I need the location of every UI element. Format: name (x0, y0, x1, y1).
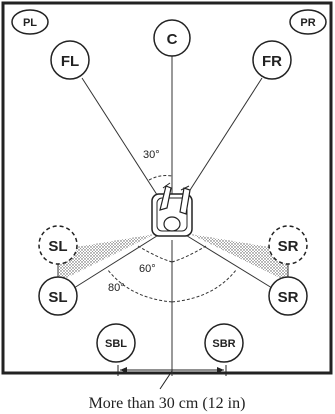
line-to-sl (73, 233, 161, 289)
speaker-sr (268, 276, 308, 316)
speaker-fl-label: FL (61, 53, 79, 70)
pr-tag (289, 9, 327, 35)
speaker-sl-alt-label: SL (48, 238, 67, 255)
speaker-c (153, 19, 191, 57)
listener-icon (151, 182, 193, 237)
speaker-c-label: C (167, 31, 178, 48)
speaker-fr-label: FR (262, 53, 282, 70)
side-angle-arc-outer (107, 269, 173, 303)
left-surround-zone (58, 234, 155, 282)
pl-label: PL (23, 17, 37, 29)
pl-tag (11, 9, 49, 35)
speaker-fl (50, 40, 90, 80)
distance-caption: More than 30 cm (12 in) (89, 395, 246, 412)
speaker-sr-alt-label: SR (278, 238, 299, 255)
side-angle-arc-inner (137, 245, 173, 263)
speaker-sbl-label: SBL (105, 338, 127, 350)
speaker-sbr-label: SBR (212, 338, 235, 350)
right-surround-zone (190, 234, 288, 282)
speaker-sl (38, 276, 78, 316)
right-angle-arc-inner (171, 245, 207, 263)
pr-label: PR (300, 17, 315, 29)
front-angle-arc (148, 175, 173, 181)
side-angle-outer-label: 80° (108, 282, 125, 294)
room-outline (1, 1, 333, 375)
side-angle-inner-label: 60° (139, 263, 156, 275)
speaker-sl-alt (38, 225, 78, 265)
line-to-fl (81, 77, 171, 216)
speaker-sbl (96, 323, 136, 363)
front-angle-label: 30° (143, 149, 160, 161)
speaker-sr-label: SR (278, 289, 299, 306)
speaker-sl-label: SL (48, 289, 67, 306)
speaker-fr (252, 40, 292, 80)
speaker-sr-alt (268, 225, 308, 265)
right-angle-arc-outer (171, 269, 237, 303)
double-arrow-icon (117, 365, 227, 376)
caption-leader-line (159, 370, 173, 390)
speaker-sbr (204, 323, 244, 363)
line-to-sr (183, 233, 273, 289)
